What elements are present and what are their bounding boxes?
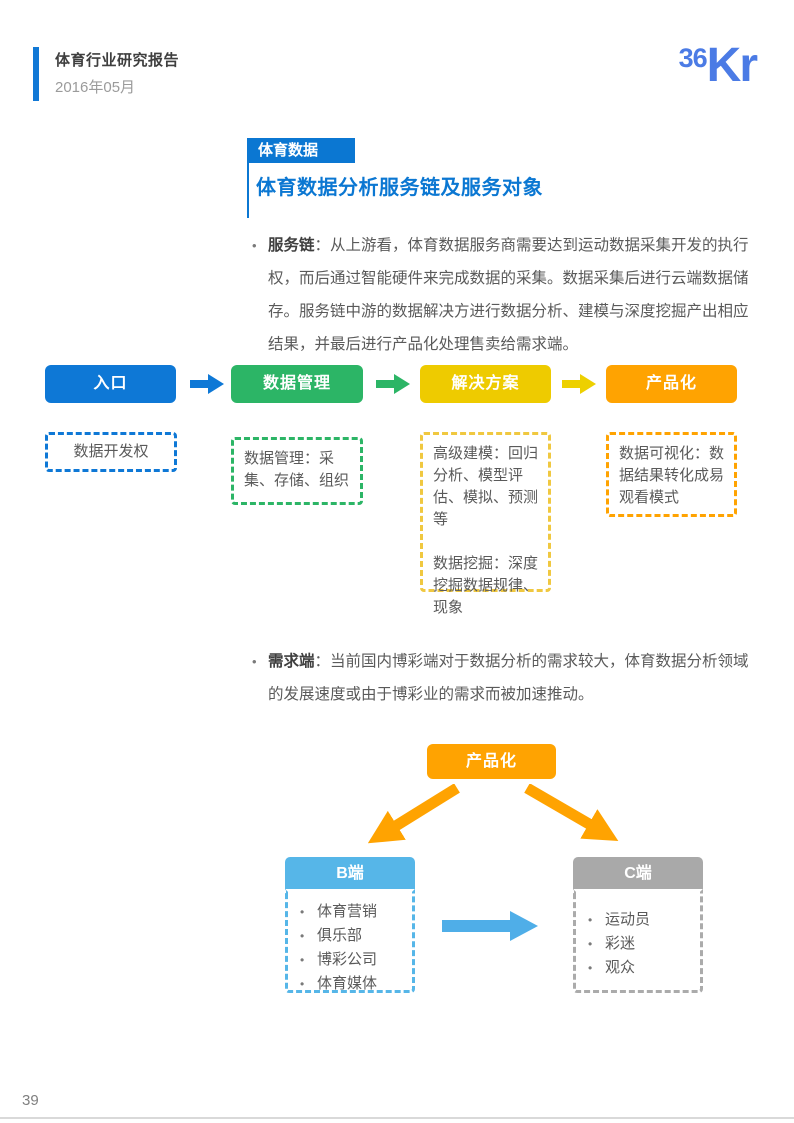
bottom-divider <box>0 1117 794 1119</box>
section-accent-line <box>247 138 249 218</box>
b-side-box: • 体育营销 • 俱乐部 • 博彩公司 • 体育媒体 <box>285 889 415 993</box>
report-title: 体育行业研究报告 <box>55 52 180 69</box>
flow-stage-data-management: 数据管理 <box>231 365 363 403</box>
note-entry: 数据开发权 <box>45 432 177 472</box>
paragraph-body: ：从上游看，体育数据服务商需要达到运动数据采集开发的执行权，而后通过智能硬件来完… <box>268 237 749 353</box>
b-side-header: B端 <box>285 857 415 891</box>
flow-stage-entry: 入口 <box>45 365 176 403</box>
arrow-shaft <box>190 380 208 388</box>
arrow-head <box>394 374 410 394</box>
bullet-icon: • <box>300 977 305 991</box>
c-side-box: • 运动员 • 彩迷 • 观众 <box>573 889 703 993</box>
logo-kr: Kr <box>706 39 758 92</box>
arrow-right-icon <box>190 374 224 394</box>
flow-stage-solution: 解决方案 <box>420 365 551 403</box>
section-tag-badge: 体育数据 <box>247 138 355 163</box>
c-side-list: • 运动员 • 彩迷 • 观众 <box>576 892 700 980</box>
bullet-icon: • <box>300 929 305 943</box>
service-chain-paragraph: • 服务链：从上游看，体育数据服务商需要达到运动数据采集开发的执行权，而后通过智… <box>252 229 757 361</box>
list-item: • 彩迷 <box>588 932 700 956</box>
paragraph-text: 服务链：从上游看，体育数据服务商需要达到运动数据采集开发的执行权，而后通过智能硬… <box>268 229 757 361</box>
arrow-head <box>580 374 596 394</box>
list-item-label: 体育媒体 <box>317 975 378 992</box>
section-title: 体育数据分析服务链及服务对象 <box>256 177 543 199</box>
page-number: 39 <box>22 1092 39 1109</box>
arrow-shaft <box>376 380 394 388</box>
list-item: • 俱乐部 <box>300 924 412 948</box>
c-side-header: C端 <box>573 857 703 891</box>
bullet-icon: • <box>588 913 593 927</box>
paragraph-term: 需求端 <box>268 653 315 670</box>
arrow-shaft <box>562 380 580 388</box>
bullet-icon: • <box>252 238 257 253</box>
list-item-label: 俱乐部 <box>317 927 363 944</box>
productization-root-box: 产品化 <box>427 744 556 779</box>
report-date: 2016年05月 <box>55 79 136 96</box>
list-item-label: 博彩公司 <box>317 951 378 968</box>
arrow-head <box>208 374 224 394</box>
list-item: • 观众 <box>588 956 700 980</box>
list-item: • 体育营销 <box>300 900 412 924</box>
header-accent-bar <box>33 47 39 101</box>
note-productization: 数据可视化：数据结果转化成易观看模式 <box>606 432 737 517</box>
paragraph-text: 需求端：当前国内博彩端对于数据分析的需求较大，体育数据分析领域的发展速度或由于博… <box>268 645 757 711</box>
list-item-label: 观众 <box>605 959 636 976</box>
list-item-label: 彩迷 <box>605 935 636 952</box>
arrow-right-icon <box>442 911 538 941</box>
demand-side-paragraph: • 需求端：当前国内博彩端对于数据分析的需求较大，体育数据分析领域的发展速度或由… <box>252 645 757 711</box>
36kr-logo: 36 Kr <box>678 39 758 92</box>
paragraph-body: ：当前国内博彩端对于数据分析的需求较大，体育数据分析领域的发展速度或由于博彩业的… <box>268 653 749 703</box>
note-solution: 高级建模：回归分析、模型评估、模拟、预测等 数据挖掘：深度挖掘数据规律、现象 <box>420 432 551 616</box>
list-item-label: 运动员 <box>605 911 651 928</box>
arrow-right-icon <box>562 374 596 394</box>
list-item-label: 体育营销 <box>317 903 378 920</box>
list-item: • 运动员 <box>588 908 700 932</box>
arrow-shaft <box>442 920 510 932</box>
note-solution-mining: 数据挖掘：深度挖掘数据规律、现象 <box>433 555 539 616</box>
flow-stage-productization: 产品化 <box>606 365 737 403</box>
bullet-icon: • <box>588 961 593 975</box>
note-solution-modeling: 高级建模：回归分析、模型评估、模拟、预测等 <box>433 445 539 528</box>
paragraph-term: 服务链 <box>268 237 315 254</box>
list-item: • 体育媒体 <box>300 972 412 996</box>
bullet-icon: • <box>300 905 305 919</box>
logo-36: 36 <box>678 43 708 73</box>
bullet-icon: • <box>300 953 305 967</box>
note-data-management: 数据管理：采集、存储、组织 <box>231 437 363 505</box>
diagonal-arrows-icon <box>367 784 619 844</box>
bullet-icon: • <box>588 937 593 951</box>
arrow-right-icon <box>376 374 410 394</box>
arrow-head <box>510 911 538 941</box>
b-side-list: • 体育营销 • 俱乐部 • 博彩公司 • 体育媒体 <box>288 892 412 996</box>
bullet-icon: • <box>252 654 257 669</box>
list-item: • 博彩公司 <box>300 948 412 972</box>
